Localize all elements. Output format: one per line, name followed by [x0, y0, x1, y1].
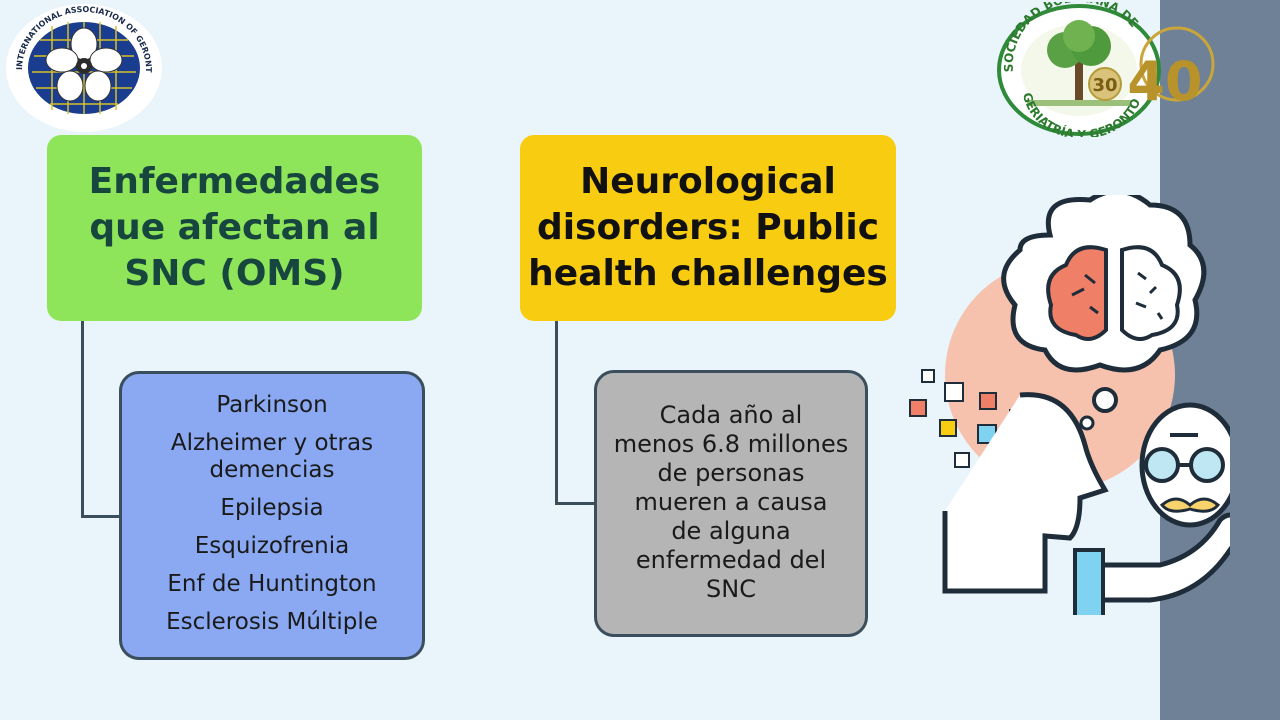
statistic-box: Cada año al menos 6.8 millones de person…	[594, 370, 868, 637]
badge-40: 40	[1127, 50, 1202, 113]
right-connector-line	[555, 321, 597, 505]
left-connector-line	[81, 321, 122, 518]
statistic-text: Cada año al menos 6.8 millones de person…	[613, 401, 849, 603]
right-sidebar-bar	[1160, 0, 1280, 720]
iagg-logo: INTERNATIONAL ASSOCIATION OF GERONTOLOGY…	[0, 0, 162, 132]
list-item: Alzheimer y otras demencias	[170, 430, 374, 483]
sbgg-logo: SOCIEDAD BOLIVIANA DE GERIATRÍA Y GERONT…	[995, 2, 1215, 137]
list-item: Enf de Huntington	[167, 571, 377, 597]
list-item: Epilepsia	[220, 495, 324, 521]
left-heading-box: Enfermedades que afectan al SNC (OMS)	[47, 135, 422, 321]
left-heading: Enfermedades que afectan al SNC (OMS)	[88, 161, 381, 294]
elderly-brain-illustration-icon	[909, 195, 1230, 615]
list-item: Parkinson	[216, 392, 328, 418]
list-item: Esclerosis Múltiple	[166, 609, 378, 635]
disease-list-box: Parkinson Alzheimer y otras demencias Ep…	[119, 371, 425, 660]
list-item: Esquizofrenia	[194, 533, 350, 559]
right-heading: Neurological disorders: Public health ch…	[528, 161, 888, 294]
badge-30: 30	[1092, 75, 1117, 96]
right-heading-box: Neurological disorders: Public health ch…	[520, 135, 896, 321]
disease-list: Parkinson Alzheimer y otras demencias Ep…	[122, 392, 422, 636]
